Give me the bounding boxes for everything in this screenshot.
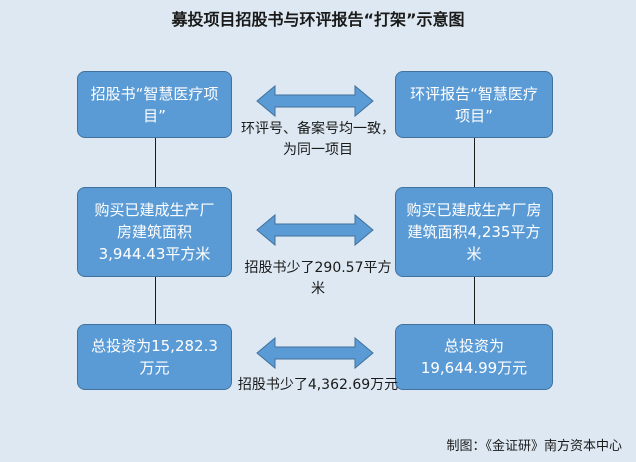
right-box-project: 环评报告“智慧医疗项目” xyxy=(395,71,553,138)
note-same-project: 环评号、备案号均一致，为同一项目 xyxy=(241,121,395,158)
right-box-area: 购买已建成生产厂房建筑面积4,235平方米 xyxy=(395,187,553,277)
right-box-investment: 总投资为19,644.99万元 xyxy=(395,324,553,390)
double-arrow-icon xyxy=(256,336,374,370)
diagram-title: 募投项目招股书与环评报告“打架”示意图 xyxy=(171,10,465,29)
left-box-project-text: 招股书“智慧医疗项目” xyxy=(90,84,219,125)
double-arrow-icon xyxy=(256,84,374,118)
double-arrow-icon xyxy=(256,213,374,247)
right-box-area-text: 购买已建成生产厂房建筑面积4,235平方米 xyxy=(406,201,542,263)
left-box-investment: 总投资为15,282.3万元 xyxy=(77,324,232,390)
footer-credit: 制图：《金证研》南方资本中心 xyxy=(446,439,622,454)
right-box-project-text: 环评报告“智慧医疗项目” xyxy=(410,84,538,125)
left-box-investment-text: 总投资为15,282.3万元 xyxy=(91,337,218,377)
right-box-investment-text: 总投资为19,644.99万元 xyxy=(420,337,528,377)
left-box-area-text: 购买已建成生产厂房建筑面积3,944.43平方米 xyxy=(94,201,215,263)
note-area-difference: 招股书少了290.57平方米 xyxy=(244,260,392,297)
left-box-area: 购买已建成生产厂房建筑面积3,944.43平方米 xyxy=(77,187,232,277)
note-investment-difference: 招股书少了4,362.69万元 xyxy=(237,377,399,393)
left-box-project: 招股书“智慧医疗项目” xyxy=(77,71,232,138)
